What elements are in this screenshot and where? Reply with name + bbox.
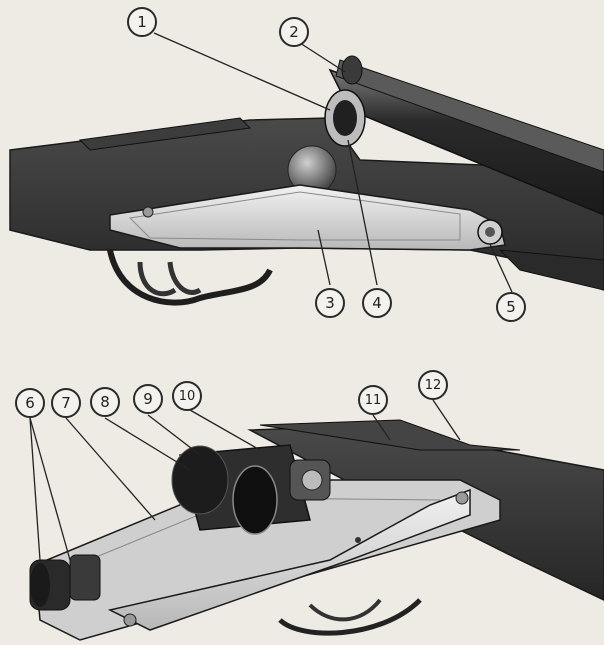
callout-1-label: 1 — [137, 13, 147, 31]
callout-7-label: 7 — [61, 394, 71, 412]
callout-8: 8 — [90, 387, 120, 417]
callout-11: 11 — [358, 385, 388, 415]
callout-10: 10 — [172, 381, 202, 411]
callout-3-label: 3 — [325, 294, 335, 312]
callout-5-label: 5 — [506, 298, 516, 316]
bottom-leader-lines — [29, 399, 461, 561]
callout-1: 1 — [127, 7, 157, 37]
callout-2: 2 — [279, 17, 309, 47]
top-gun-view — [9, 55, 604, 306]
callout-4-label: 4 — [372, 294, 382, 312]
callout-12-label: 12 — [424, 377, 442, 393]
callout-4: 4 — [362, 288, 392, 318]
callout-2-label: 2 — [289, 23, 299, 41]
top-leader-lines — [153, 32, 513, 293]
callout-12: 12 — [418, 370, 448, 400]
bottom-gun-view — [29, 419, 604, 641]
callout-11-label: 11 — [364, 392, 382, 408]
callout-10-label: 10 — [178, 388, 196, 404]
callout-5: 5 — [496, 292, 526, 322]
callout-3: 3 — [315, 288, 345, 318]
callout-6: 6 — [15, 388, 45, 418]
callout-7: 7 — [51, 388, 81, 418]
callout-6-label: 6 — [25, 394, 35, 412]
callout-8-label: 8 — [100, 393, 110, 411]
callout-9-label: 9 — [143, 390, 153, 408]
callout-9: 9 — [133, 384, 163, 414]
